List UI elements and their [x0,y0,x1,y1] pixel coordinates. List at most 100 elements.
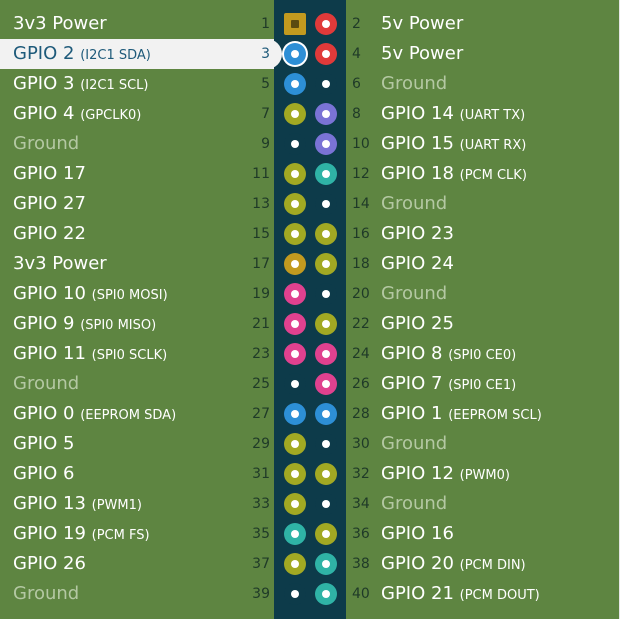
pin-hole-icon [291,410,299,418]
round-pin-icon[interactable] [315,193,337,215]
round-pin-icon[interactable] [284,493,306,515]
round-pin-icon[interactable] [284,523,306,545]
pin-23-cell[interactable]: GPIO 11 (SPI0 SCLK)23 [0,339,274,369]
round-pin-icon[interactable] [284,553,306,575]
pin-label-main: GPIO 2 [13,43,75,64]
round-pin-icon[interactable] [315,493,337,515]
round-pin-icon[interactable] [315,343,337,365]
pin-label-main: 5v Power [381,43,464,64]
pin-function: (EEPROM SDA) [80,408,177,423]
round-pin-icon[interactable] [315,553,337,575]
round-pin-icon[interactable] [284,283,306,305]
pin-12-cell[interactable]: GPIO 18 (PCM CLK)12 [346,159,620,189]
pin-hole-icon [322,530,330,538]
round-pin-icon[interactable] [315,223,337,245]
round-pin-icon[interactable] [284,343,306,365]
pin-27-cell[interactable]: GPIO 0 (EEPROM SDA) 27 [0,399,274,429]
pin-28-cell[interactable]: GPIO 1 (EEPROM SCL)28 [346,399,620,429]
round-pin-icon[interactable] [284,583,306,605]
pin-40-cell[interactable]: GPIO 21 (PCM DOUT)40 [346,579,620,609]
pin-38-cell[interactable]: GPIO 20 (PCM DIN)38 [346,549,620,579]
round-pin-icon[interactable] [284,313,306,335]
round-pin-icon[interactable] [315,373,337,395]
pin-number: 32 [352,466,370,482]
round-pin-icon[interactable] [315,103,337,125]
pin-10-cell[interactable]: GPIO 15 (UART RX)10 [346,129,620,159]
round-pin-icon[interactable] [315,43,337,65]
round-pin-icon[interactable] [315,13,337,35]
pin-number: 35 [252,526,270,542]
round-pin-icon[interactable] [284,103,306,125]
pin-8-cell[interactable]: GPIO 14 (UART TX)8 [346,99,620,129]
round-pin-icon[interactable] [315,403,337,425]
pin-3-cell[interactable]: GPIO 2 (I2C1 SDA)3 [0,39,282,69]
round-pin-icon[interactable] [284,43,306,65]
pin-label-main: GPIO 21 [381,583,454,604]
pin-number: 16 [352,226,370,242]
pin-number: 6 [352,76,361,92]
round-pin-icon[interactable] [284,223,306,245]
pin-label-main: Ground [381,193,448,214]
round-pin-icon[interactable] [315,313,337,335]
pin-21-cell[interactable]: GPIO 9 (SPI0 MISO)21 [0,309,274,339]
pin-number: 29 [252,436,270,452]
round-pin-icon[interactable] [315,583,337,605]
pin-hole-icon [322,80,330,88]
pin-32-cell[interactable]: GPIO 12 (PWM0)32 [346,459,620,489]
pin-label-main: 3v3 Power [13,13,107,34]
pin-label: GPIO 5 [13,429,74,459]
round-pin-icon[interactable] [315,163,337,185]
pin-number: 2 [352,16,361,32]
pin-26-cell[interactable]: GPIO 7 (SPI0 CE1)26 [346,369,620,399]
round-pin-icon[interactable] [315,523,337,545]
round-pin-icon[interactable] [284,433,306,455]
round-pin-icon[interactable] [284,193,306,215]
round-pin-icon[interactable] [284,73,306,95]
round-pin-icon[interactable] [284,163,306,185]
round-pin-icon[interactable] [315,463,337,485]
pin-label-main: GPIO 13 [13,493,86,514]
round-pin-icon[interactable] [284,373,306,395]
pin-29-cell[interactable]: GPIO 5 29 [0,429,274,459]
round-pin-icon[interactable] [315,433,337,455]
pin-33-cell[interactable]: GPIO 13 (PWM1)33 [0,489,274,519]
round-pin-icon[interactable] [315,283,337,305]
pin-19-cell[interactable]: GPIO 10 (SPI0 MOSI)19 [0,279,274,309]
round-pin-icon[interactable] [315,133,337,155]
round-pin-icon[interactable] [284,403,306,425]
round-pin-icon[interactable] [284,253,306,275]
pin-label-main: GPIO 0 [13,403,75,424]
pin-35-cell[interactable]: GPIO 19 (PCM FS)35 [0,519,274,549]
pin-7-cell[interactable]: GPIO 4 (GPCLK0)7 [0,99,274,129]
round-pin-icon[interactable] [315,73,337,95]
pin-5-cell[interactable]: GPIO 3 (I2C1 SCL)5 [0,69,274,99]
square-pin-icon[interactable] [284,13,306,35]
round-pin-icon[interactable] [284,463,306,485]
round-pin-icon[interactable] [315,253,337,275]
round-pin-icon[interactable] [284,133,306,155]
pin-number: 27 [252,406,270,422]
pin-24-cell[interactable]: GPIO 8 (SPI0 CE0)24 [346,339,620,369]
